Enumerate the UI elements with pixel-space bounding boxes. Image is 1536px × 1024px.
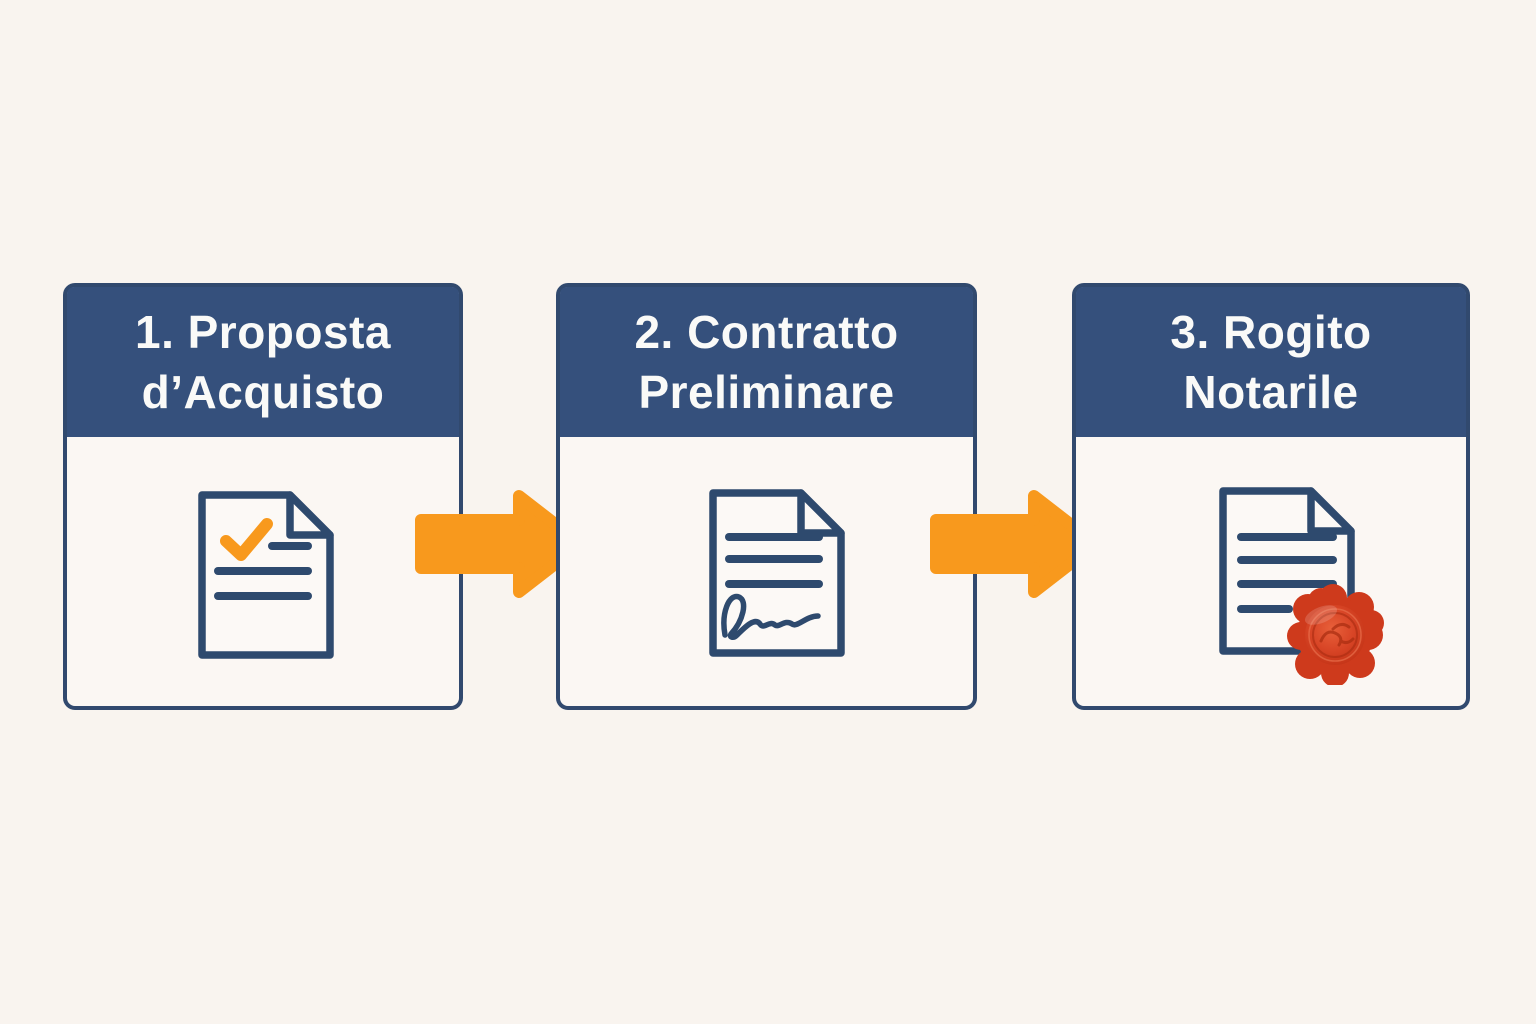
wax-seal xyxy=(1287,584,1384,687)
document-check-icon xyxy=(194,487,338,668)
step-title-line1: 3. Rogito xyxy=(1170,306,1372,358)
step-header-proposta: 1. Proposta d’Acquisto xyxy=(67,287,459,437)
step-card-contratto: 2. Contratto Preliminare xyxy=(556,283,977,710)
step-title-line2: Notarile xyxy=(1183,366,1359,418)
step-card-proposta: 1. Proposta d’Acquisto xyxy=(63,283,463,710)
document-signature-icon xyxy=(705,485,849,666)
arrow-right-icon xyxy=(413,486,589,602)
step-title-line1: 2. Contratto xyxy=(634,306,899,358)
step-title-line2: d’Acquisto xyxy=(141,366,385,418)
step-title-line2: Preliminare xyxy=(638,366,895,418)
step-header-rogito: 3. Rogito Notarile xyxy=(1076,287,1466,437)
document-seal-icon xyxy=(1215,483,1415,690)
step-card-rogito: 3. Rogito Notarile xyxy=(1072,283,1470,710)
step-title-line1: 1. Proposta xyxy=(134,306,391,358)
arrow-right-icon xyxy=(928,486,1104,602)
step-header-contratto: 2. Contratto Preliminare xyxy=(560,287,973,437)
